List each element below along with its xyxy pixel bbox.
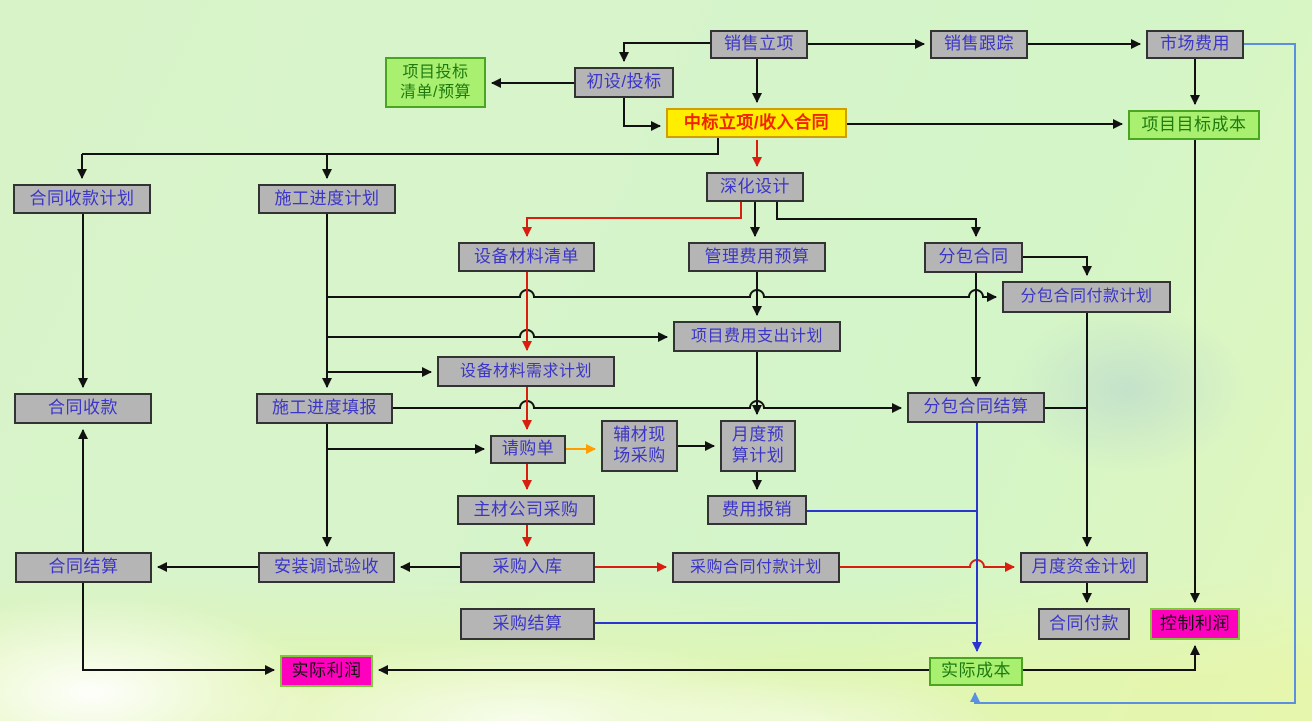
- node-purchase-requisition: 请购单: [490, 435, 566, 464]
- blue-arrows: [595, 423, 982, 652]
- lightblue-arrows: [970, 43, 1296, 704]
- node-sales-tracking: 销售跟踪: [930, 30, 1028, 59]
- node-expense-reimbursement: 费用报销: [707, 495, 807, 525]
- node-monthly-fund-plan: 月度资金计划: [1020, 552, 1148, 583]
- node-bid-list-budget: 项目投标 清单/预算: [385, 57, 486, 108]
- black-arrows: [77, 39, 1200, 675]
- node-main-material-purchase: 主材公司采购: [457, 495, 595, 525]
- node-project-target-cost: 项目目标成本: [1128, 110, 1260, 140]
- node-purchase-settlement: 采购结算: [460, 608, 595, 640]
- node-construction-schedule: 施工进度计划: [258, 184, 396, 214]
- node-monthly-budget-plan: 月度预 算计划: [720, 420, 796, 472]
- node-control-profit: 控制利润: [1150, 608, 1240, 640]
- node-contract-settlement: 合同结算: [15, 552, 152, 583]
- node-subcontract-payment-plan: 分包合同付款计划: [1002, 281, 1171, 313]
- node-contract-payment: 合同付款: [1038, 608, 1130, 640]
- node-win-bid-income-contract: 中标立项/收入合同: [666, 108, 847, 138]
- node-initial-design-bid: 初设/投标: [574, 67, 674, 98]
- node-subcontract-settlement: 分包合同结算: [907, 392, 1045, 423]
- node-aux-material-site-purchase: 辅材现 场采购: [601, 420, 678, 472]
- node-install-test-acceptance: 安装调试验收: [258, 552, 395, 583]
- node-contract-collection: 合同收款: [14, 393, 152, 424]
- node-purchase-inbound: 采购入库: [460, 552, 595, 583]
- node-market-expense: 市场费用: [1146, 30, 1244, 59]
- node-progress-reporting: 施工进度填报: [256, 393, 393, 424]
- node-project-expense-plan: 项目费用支出计划: [673, 321, 841, 352]
- node-equipment-material-list: 设备材料清单: [458, 242, 595, 272]
- node-actual-profit: 实际利润: [280, 655, 373, 687]
- node-sales-initiation: 销售立项: [710, 30, 808, 59]
- node-purchase-payment-plan: 采购合同付款计划: [672, 552, 840, 583]
- node-detailed-design: 深化设计: [706, 172, 804, 202]
- node-contract-collection-plan: 合同收款计划: [13, 184, 151, 214]
- node-actual-cost: 实际成本: [929, 657, 1023, 686]
- node-management-fee-budget: 管理费用预算: [688, 242, 826, 272]
- node-subcontract: 分包合同: [924, 242, 1023, 273]
- node-material-demand-plan: 设备材料需求计划: [437, 356, 615, 387]
